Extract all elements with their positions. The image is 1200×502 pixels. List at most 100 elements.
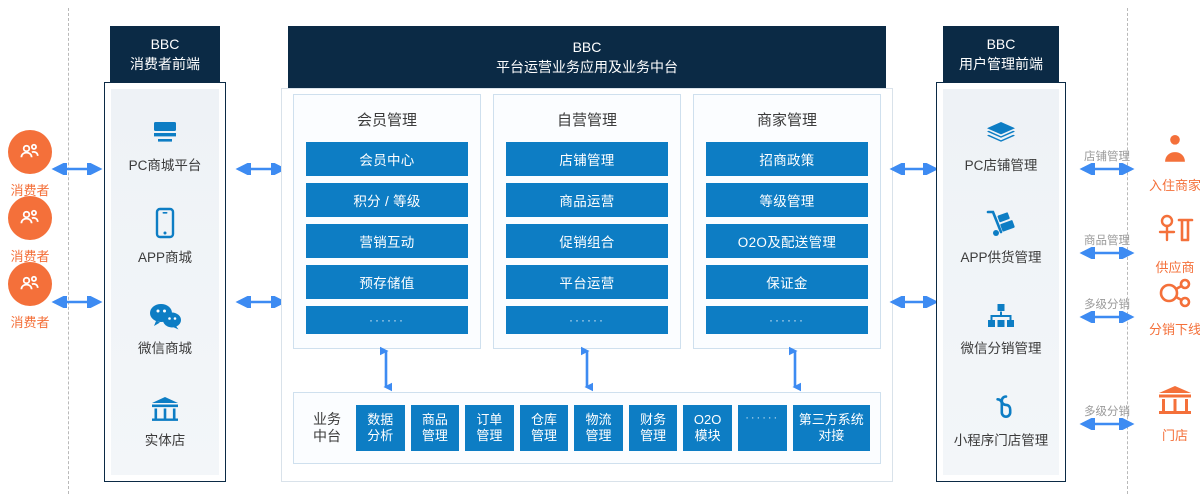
left-item-pc-mall[interactable]: PC商城平台 bbox=[129, 115, 201, 174]
right-header-line1: BBC bbox=[986, 35, 1016, 52]
right-item-pc-shop-management[interactable]: PC店铺管理 bbox=[965, 115, 1037, 174]
module-line1: 仓库 bbox=[530, 411, 557, 427]
consumers-icon bbox=[8, 196, 52, 240]
chip-promotion-combo[interactable]: 促销组合 bbox=[506, 224, 668, 258]
pc-mall-icon bbox=[150, 115, 180, 147]
module-line2: 对接 bbox=[818, 428, 845, 443]
chip-level-management[interactable]: 等级管理 bbox=[706, 183, 868, 217]
actor-consumer-2: 消费者 bbox=[0, 196, 62, 265]
center-header-line2: 平台运营业务应用及业务中台 bbox=[496, 59, 678, 75]
middle-platform-modules: 数据 分析 商品 管理 订单 管理 仓库 管理 物流 管理 财务 管理 bbox=[356, 404, 871, 452]
left-item-label: 微信商城 bbox=[138, 341, 192, 357]
module-line1: O2O bbox=[693, 411, 722, 427]
module-third-party-integration[interactable]: 第三方系统 对接 bbox=[792, 404, 871, 452]
distribution-node-icon bbox=[1147, 276, 1200, 315]
card-title: 自营管理 bbox=[556, 112, 617, 129]
middle-platform-bar: 业务 中台 数据 分析 商品 管理 订单 管理 仓库 管理 物流 管理 bbox=[293, 392, 881, 464]
module-line1: 订单 bbox=[476, 411, 503, 427]
module-line2: 管理 bbox=[421, 428, 448, 443]
left-item-label: APP商城 bbox=[137, 249, 192, 265]
left-panel-header: BBC 消费者前端 bbox=[110, 26, 220, 82]
actor-consumer-1: 消费者 bbox=[0, 130, 62, 199]
chip-o2o-delivery-management[interactable]: O2O及配送管理 bbox=[706, 224, 868, 258]
module-line1: 第三方系统 bbox=[798, 411, 864, 427]
actor-distribution-downline: 分销下线 bbox=[1147, 276, 1200, 338]
relation-label-distributor: 多级分销 bbox=[1084, 299, 1130, 311]
consumers-icon bbox=[8, 130, 52, 174]
arrow-right-panel-to-merchant bbox=[1076, 163, 1138, 175]
right-panel: PC店铺管理 APP供货管理 bbox=[936, 82, 1066, 482]
chip-more[interactable]: ······ bbox=[706, 306, 868, 334]
module-order-management[interactable]: 订单 管理 bbox=[465, 404, 514, 452]
card-title: 会员管理 bbox=[356, 112, 417, 129]
arrow-right-panel-to-supplier bbox=[1076, 247, 1138, 259]
org-tree-icon bbox=[985, 298, 1017, 330]
chip-platform-operation[interactable]: 平台运营 bbox=[506, 265, 668, 299]
mini-program-icon bbox=[986, 390, 1016, 422]
module-line2: 管理 bbox=[585, 428, 612, 443]
consumers-icon bbox=[8, 262, 52, 306]
chip-member-center[interactable]: 会员中心 bbox=[306, 142, 468, 176]
layers-icon bbox=[985, 115, 1017, 147]
actor-label: 入住商家 bbox=[1148, 178, 1200, 193]
chip-investment-policy[interactable]: 招商政策 bbox=[706, 142, 868, 176]
left-item-label: 实体店 bbox=[144, 432, 186, 448]
actor-label: 消费者 bbox=[10, 315, 50, 330]
center-panel-header: BBC 平台运营业务应用及业务中台 bbox=[288, 26, 886, 88]
chip-marketing-interaction[interactable]: 营销互动 bbox=[306, 224, 468, 258]
right-item-mini-program-store-management[interactable]: 小程序门店管理 bbox=[954, 390, 1048, 449]
module-line2: 管理 bbox=[476, 428, 503, 443]
middle-platform-label: 业务 中台 bbox=[304, 411, 350, 446]
actor-label: 门店 bbox=[1161, 428, 1188, 443]
module-more[interactable]: ······ bbox=[737, 404, 787, 452]
card-merchant-management: 商家管理 招商政策 等级管理 O2O及配送管理 保证金 ······ bbox=[693, 94, 881, 349]
chip-more[interactable]: ······ bbox=[506, 306, 668, 334]
system-boundary-left bbox=[68, 8, 69, 494]
arrow-card-to-midbar-3 bbox=[782, 343, 808, 395]
storefront-icon bbox=[149, 390, 181, 422]
right-header-line2: 用户管理前端 bbox=[959, 56, 1043, 72]
chip-stored-value[interactable]: 预存储值 bbox=[306, 265, 468, 299]
module-line1: 财务 bbox=[640, 411, 667, 427]
actor-label: 消费者 bbox=[10, 183, 50, 198]
module-line2: 管理 bbox=[640, 428, 667, 443]
hand-truck-icon bbox=[984, 207, 1018, 239]
left-item-wechat-mall[interactable]: 微信商城 bbox=[138, 298, 192, 357]
relation-label-supplier: 商品管理 bbox=[1084, 235, 1130, 247]
merchant-person-icon bbox=[1147, 132, 1200, 171]
chip-points-level[interactable]: 积分 / 等级 bbox=[306, 183, 468, 217]
chip-deposit[interactable]: 保证金 bbox=[706, 265, 868, 299]
module-o2o[interactable]: O2O 模块 bbox=[683, 404, 732, 452]
arrow-left-to-center-1 bbox=[232, 163, 290, 175]
module-line1: ······ bbox=[745, 411, 780, 424]
module-line1: 数据 bbox=[367, 411, 394, 427]
chip-product-operation[interactable]: 商品运营 bbox=[506, 183, 668, 217]
left-item-app-mall[interactable]: APP商城 bbox=[138, 207, 192, 266]
module-warehouse-management[interactable]: 仓库 管理 bbox=[519, 404, 569, 452]
right-item-label: 微信分销管理 bbox=[960, 341, 1042, 357]
chip-shop-management[interactable]: 店铺管理 bbox=[506, 142, 668, 176]
left-panel: PC商城平台 APP商城 微信商城 bbox=[104, 82, 226, 482]
left-header-line1: BBC bbox=[150, 35, 180, 52]
module-logistics-management[interactable]: 物流 管理 bbox=[574, 404, 623, 452]
arrow-center-to-right-1 bbox=[886, 163, 942, 175]
arrow-consumer-to-frontend-1 bbox=[48, 163, 106, 175]
module-line2: 管理 bbox=[530, 428, 557, 443]
module-product-management[interactable]: 商品 管理 bbox=[410, 404, 460, 452]
actor-supplier: 供应商 bbox=[1147, 214, 1200, 276]
module-data-analysis[interactable]: 数据 分析 bbox=[356, 404, 405, 452]
right-item-wechat-distribution-management[interactable]: 微信分销管理 bbox=[961, 298, 1042, 357]
left-item-physical-store[interactable]: 实体店 bbox=[144, 390, 186, 449]
module-line1: 商品 bbox=[421, 411, 448, 427]
module-line2: 模块 bbox=[694, 428, 721, 443]
arrow-right-panel-to-distributor bbox=[1076, 311, 1138, 323]
storefront-icon bbox=[1147, 382, 1200, 421]
right-item-label: APP供货管理 bbox=[960, 249, 1042, 265]
actor-consumer-3: 消费者 bbox=[0, 262, 62, 331]
right-item-app-supply-management[interactable]: APP供货管理 bbox=[960, 207, 1042, 266]
module-finance-management[interactable]: 财务 管理 bbox=[628, 404, 678, 452]
middle-platform-label-line1: 业务 bbox=[313, 410, 341, 427]
arrow-card-to-midbar-2 bbox=[574, 343, 600, 395]
wechat-icon bbox=[148, 298, 182, 330]
chip-more[interactable]: ······ bbox=[306, 306, 468, 334]
